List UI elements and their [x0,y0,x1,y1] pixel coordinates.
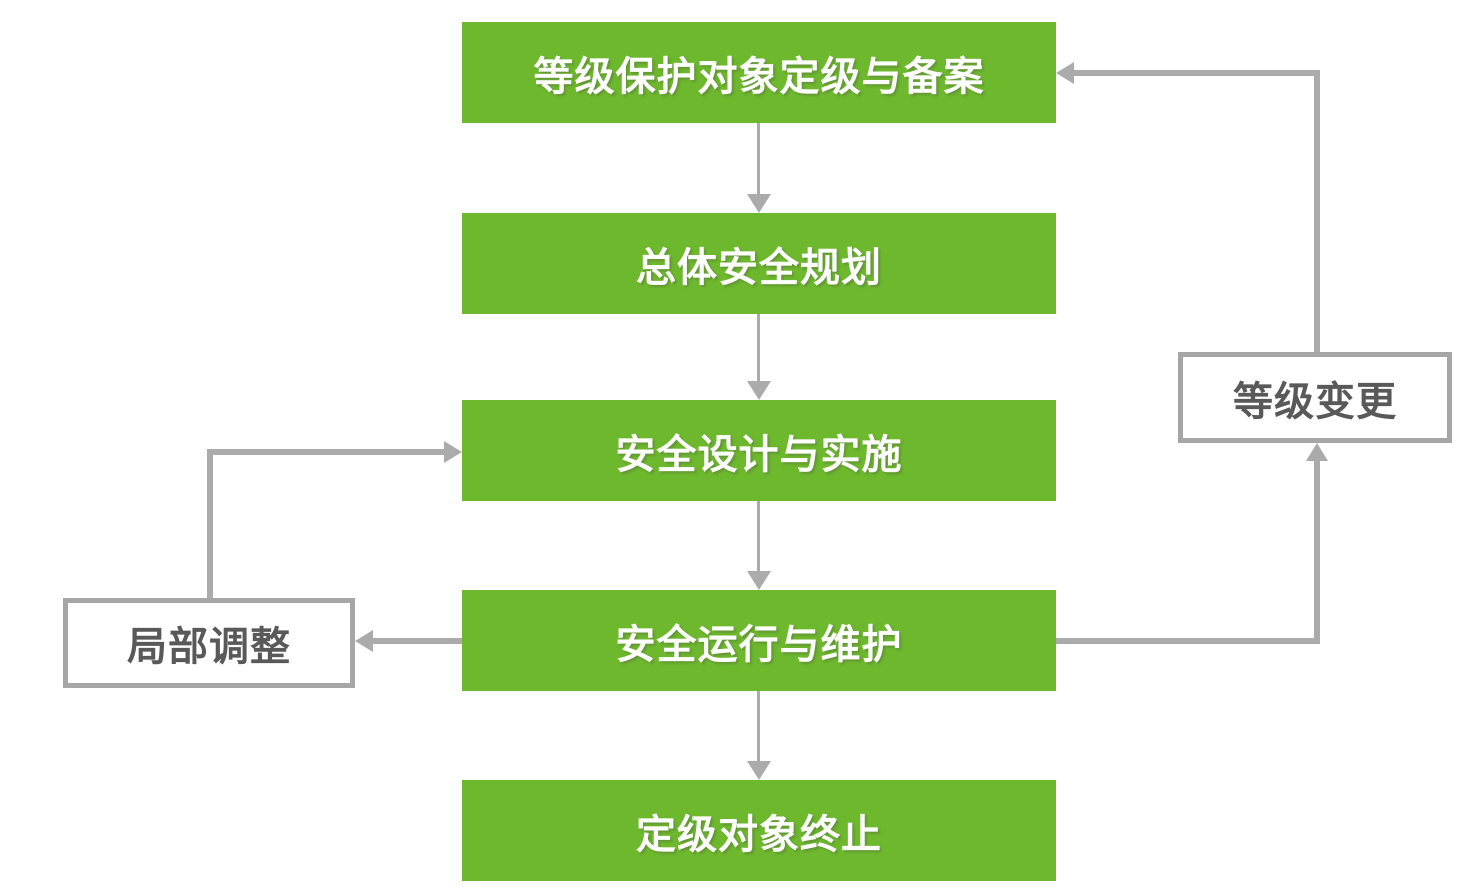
flow-node-operation-maintenance: 安全运行与维护 [462,590,1056,691]
arrow-left-icon [1056,62,1074,84]
flow-node-design-implementation: 安全设计与实施 [462,400,1056,501]
arrow-left-icon [355,630,373,652]
edge-operation-to-levelchange-vline [1314,459,1320,644]
connector-line-design-to-operation [757,501,760,572]
flow-node-grading-filing: 等级保护对象定级与备案 [462,22,1056,123]
connector-line-operation-to-termination [757,691,760,762]
connector-line-grading-to-planning [757,123,760,195]
arrow-down-icon [747,381,771,400]
flow-node-label: 安全运行与维护 [615,622,903,667]
flow-node-overall-planning: 总体安全规划 [462,213,1056,314]
edge-adjustment-to-design-hline [207,449,446,455]
side-label-text: 局部调整 [127,625,291,669]
edge-adjustment-to-design-vline [207,449,213,598]
flow-node-label: 等级保护对象定级与备案 [533,54,985,99]
edge-levelchange-to-grading-vline [1314,70,1320,352]
side-label-level-change: 等级变更 [1178,352,1452,443]
side-label-partial-adjustment: 局部调整 [63,598,355,688]
flow-node-label: 总体安全规划 [636,245,882,290]
flow-node-label: 定级对象终止 [636,812,882,857]
arrow-down-icon [747,194,771,213]
arrow-down-icon [747,761,771,780]
edge-levelchange-to-grading-hline [1072,70,1320,76]
arrow-right-icon [444,441,462,463]
arrow-up-icon [1306,443,1328,461]
arrow-down-icon [747,571,771,590]
edge-operation-to-adjustment-hline [371,638,462,644]
flow-node-object-termination: 定级对象终止 [462,780,1056,881]
side-label-text: 等级变更 [1233,379,1397,424]
connector-line-planning-to-design [757,314,760,382]
edge-operation-to-levelchange-hline [1056,638,1320,644]
flow-node-label: 安全设计与实施 [615,432,903,477]
